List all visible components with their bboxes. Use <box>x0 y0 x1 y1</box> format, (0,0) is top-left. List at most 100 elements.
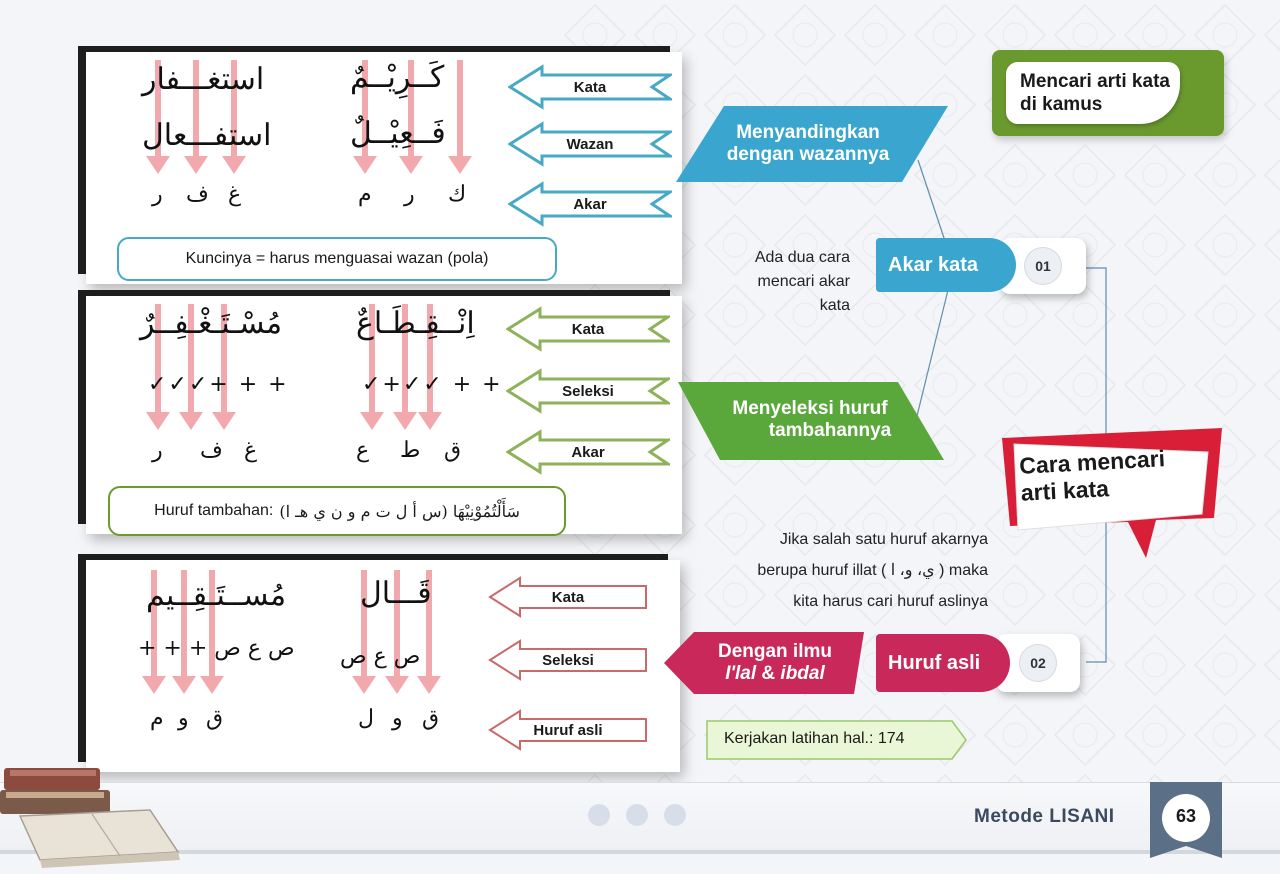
root-letter: ر <box>152 182 163 207</box>
note-line: Ada dua cara <box>754 249 850 266</box>
arrow <box>385 570 409 700</box>
amp: & <box>756 663 781 684</box>
label-akar: Akar <box>508 181 672 227</box>
book-title: Metode LISANI <box>974 806 1115 827</box>
root-letter: ك <box>448 182 467 207</box>
root-letter: ف <box>186 182 209 207</box>
arrow <box>200 570 224 700</box>
banner-select-extra: Menyeleksi huruf tambahannya <box>700 390 920 450</box>
label-kata: Kata <box>488 575 648 619</box>
banner-compare-shape <box>676 106 948 182</box>
ibdal-term: ibdal <box>780 663 825 684</box>
selection-marks: ✓✓✓+ + + <box>148 372 289 397</box>
arrow <box>448 60 472 180</box>
root-letter: و <box>392 706 403 731</box>
arrow <box>399 60 423 180</box>
root-letter: ر <box>404 182 415 207</box>
ilal-term: I'lal <box>725 663 757 684</box>
banner-line-2: I'lal & ibdal <box>725 663 825 685</box>
root-letter: ف <box>200 438 223 463</box>
label-wazan: Wazan <box>508 121 672 167</box>
page-number-tab <box>1150 782 1222 858</box>
arrow <box>146 304 170 436</box>
page-dot <box>588 804 610 826</box>
banner-line: tambahannya <box>768 420 892 441</box>
arabic-word: استفـــعال <box>142 118 272 153</box>
label-huruf-asli: Huruf asli <box>488 708 648 752</box>
footer <box>0 782 1280 854</box>
banner-line: Menyandingkan <box>736 122 880 143</box>
arrow <box>360 304 384 436</box>
arrow <box>212 304 236 436</box>
root-letter: ر <box>152 438 163 463</box>
side-header-title: Mencari arti kata di kamus <box>1020 71 1170 115</box>
label-text: Kata <box>573 78 607 96</box>
label-text: Huruf asli <box>533 721 603 739</box>
note-line: Jika salah satu huruf akarnya <box>779 531 988 548</box>
method2-badge: 02 <box>996 634 1080 692</box>
arrow <box>179 304 203 436</box>
root-letter: غ <box>244 438 258 463</box>
arabic-word: قَـــال <box>360 576 432 611</box>
banner-select-shape <box>678 382 944 460</box>
arrow <box>142 570 166 700</box>
root-letter: ل <box>358 706 374 731</box>
note-line: mencari akar <box>757 273 850 290</box>
method1-number: 01 <box>1024 247 1062 285</box>
root-letter: ق <box>206 706 224 731</box>
banner-line: Menyeleksi huruf <box>732 398 888 419</box>
root-letter: م <box>150 706 164 731</box>
label-kata: Kata <box>508 64 672 110</box>
page-number: 63 <box>1175 806 1197 826</box>
arrow <box>393 304 417 436</box>
wazan-pattern: ص ع ص <box>340 644 421 669</box>
arrow <box>146 60 170 180</box>
note-line: kata <box>819 297 850 314</box>
label-text: Akar <box>573 195 607 213</box>
label-text: Kata <box>551 588 585 606</box>
label-text: Wazan <box>566 135 614 153</box>
exercise-shape <box>706 720 967 760</box>
method2-number: 02 <box>1019 644 1057 682</box>
wazan-pattern: ص ع ص + + + <box>138 636 295 661</box>
method1-tab: Akar kata <box>876 238 1016 292</box>
note-line: berupa huruf illat ( ي، و، ا ) maka <box>757 562 988 579</box>
method2-tab: Huruf asli <box>876 634 1010 692</box>
label-seleksi: Seleksi <box>488 638 648 682</box>
banner-compare-wazan: Menyandingkan dengan wazannya <box>700 114 916 174</box>
selection-marks: ✓+✓✓ + + <box>362 372 503 397</box>
note-line: kita harus cari huruf aslinya <box>793 593 988 610</box>
arrow <box>353 60 377 180</box>
banner-line: dengan wazannya <box>726 144 890 165</box>
extra-note-prefix: Huruf tambahan: <box>154 502 274 519</box>
arabic-word: فَــعِيْــلٌ <box>350 116 446 151</box>
side-header: Mencari arti kata di kamus <box>1006 62 1180 124</box>
arrow <box>417 570 441 700</box>
arabic-word: استغـــفار <box>142 62 265 97</box>
banner-ilal-ibdal: Dengan ilmu I'lal & ibdal <box>690 636 860 690</box>
arrow <box>184 60 208 180</box>
arrow <box>172 570 196 700</box>
arrow <box>352 570 376 700</box>
banner-line: Dengan ilmu <box>717 641 832 662</box>
arabic-word: اِنْــقِـطَـاعٌ <box>356 306 475 341</box>
page-dot <box>626 804 648 826</box>
books-icon <box>0 768 180 868</box>
root-letter: م <box>358 182 372 207</box>
banner-ilal-shape <box>664 632 864 694</box>
root-letter: ط <box>400 438 421 463</box>
label-text: Kata <box>571 320 605 338</box>
root-letter: ق <box>444 438 462 463</box>
arabic-word: مُسْـتَـغْـفِــرٌ <box>140 306 283 341</box>
method2-note: Jika salah satu huruf akarnya berupa hur… <box>700 524 988 617</box>
extra-note-arabic: سَأَلْتُمُوْنِيْهَا (س أ ل ت م و ن ي هـ … <box>279 501 520 521</box>
key-note: Kuncinya = harus menguasai wazan (pola) <box>117 237 557 281</box>
label-text: Akar <box>571 443 605 461</box>
label-text: Seleksi <box>542 651 594 669</box>
root-letter: غ <box>228 182 242 207</box>
arabic-word: مُســتَـقِــيم <box>146 578 287 613</box>
label-seleksi: Seleksi <box>506 368 670 414</box>
arrow <box>418 304 442 436</box>
extra-letters-note: Huruf tambahan: سَأَلْتُمُوْنِيْهَا (س أ… <box>108 486 566 536</box>
arabic-word: كَــرِيْــمٌ <box>350 60 445 95</box>
